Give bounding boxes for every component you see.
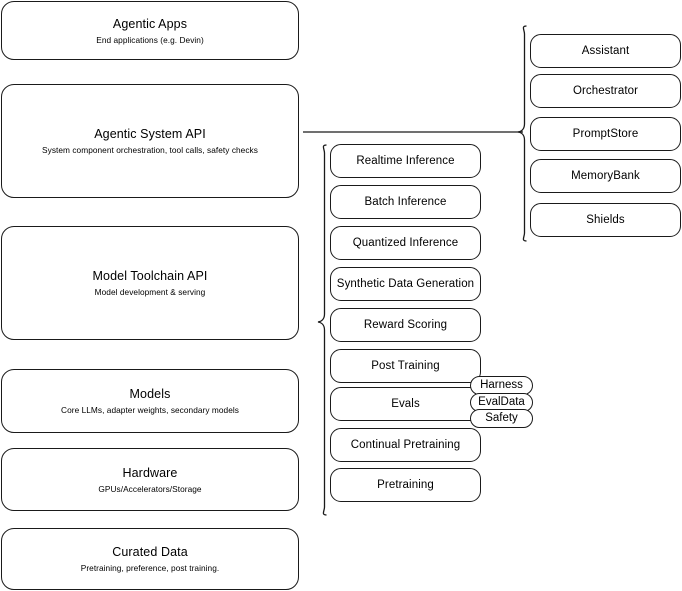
stack-box-agentic-system-api[interactable]: Agentic System API System component orch… xyxy=(1,84,299,198)
toolchain-item-label: Evals xyxy=(391,398,420,410)
stack-box-title: Agentic System API xyxy=(94,127,206,141)
eval-pill-label: Safety xyxy=(485,411,518,424)
agentic-item-label: MemoryBank xyxy=(571,170,640,182)
stack-box-curated-data[interactable]: Curated Data Pretraining, preference, po… xyxy=(1,528,299,590)
agentic-item-label: Orchestrator xyxy=(572,85,639,97)
toolchain-item-evals[interactable]: Evals xyxy=(330,387,481,421)
stack-box-hardware[interactable]: Hardware GPUs/Accelerators/Storage xyxy=(1,448,299,511)
toolchain-item-label: Pretraining xyxy=(377,479,434,491)
brace-agentic-system xyxy=(517,25,527,242)
agentic-item-assistant[interactable]: Assistant xyxy=(530,34,681,68)
stack-box-title: Model Toolchain API xyxy=(92,269,208,283)
stack-box-subtitle: Model development & serving xyxy=(94,287,206,297)
stack-box-agentic-apps[interactable]: Agentic Apps End applications (e.g. Devi… xyxy=(1,1,299,60)
eval-pill-safety[interactable]: Safety xyxy=(470,409,533,428)
toolchain-item-label: Synthetic Data Generation xyxy=(336,278,475,290)
toolchain-item-label: Continual Pretraining xyxy=(350,439,461,451)
toolchain-item-batch-inference[interactable]: Batch Inference xyxy=(330,185,481,219)
toolchain-item-label: Reward Scoring xyxy=(363,319,448,331)
toolchain-item-label: Post Training xyxy=(371,360,440,372)
stack-box-subtitle: End applications (e.g. Devin) xyxy=(96,34,204,45)
stack-box-subtitle: GPUs/Accelerators/Storage xyxy=(98,483,202,494)
agentic-item-orchestrator[interactable]: Orchestrator xyxy=(530,74,681,108)
eval-pill-label: Harness xyxy=(480,378,523,391)
toolchain-item-reward-scoring[interactable]: Reward Scoring xyxy=(330,308,481,342)
stack-box-subtitle: Core LLMs, adapter weights, secondary mo… xyxy=(61,405,239,415)
stack-box-title: Hardware xyxy=(122,465,178,480)
agentic-item-label: Assistant xyxy=(581,45,630,57)
stack-box-subtitle: System component orchestration, tool cal… xyxy=(42,145,258,155)
agentic-item-promptstore[interactable]: PromptStore xyxy=(530,117,681,151)
agentic-item-label: Shields xyxy=(586,214,625,226)
toolchain-item-label: Quantized Inference xyxy=(352,237,459,249)
toolchain-item-label: Realtime Inference xyxy=(356,155,455,167)
stack-box-model-toolchain-api[interactable]: Model Toolchain API Model development & … xyxy=(1,226,299,340)
agentic-item-label: PromptStore xyxy=(572,128,639,140)
toolchain-item-label: Batch Inference xyxy=(364,196,447,208)
toolchain-item-realtime-inference[interactable]: Realtime Inference xyxy=(330,144,481,178)
toolchain-item-continual-pretraining[interactable]: Continual Pretraining xyxy=(330,428,481,462)
stack-box-subtitle: Pretraining, preference, post training. xyxy=(80,563,220,573)
toolchain-item-synthetic-data-generation[interactable]: Synthetic Data Generation xyxy=(330,267,481,301)
toolchain-item-post-training[interactable]: Post Training xyxy=(330,349,481,383)
stack-box-models[interactable]: Models Core LLMs, adapter weights, secon… xyxy=(1,369,299,433)
eval-pill-label: EvalData xyxy=(478,395,525,408)
stack-box-title: Models xyxy=(129,387,171,401)
stack-box-title: Agentic Apps xyxy=(112,16,188,31)
toolchain-item-pretraining[interactable]: Pretraining xyxy=(330,468,481,502)
agentic-item-shields[interactable]: Shields xyxy=(530,203,681,237)
brace-model-toolchain xyxy=(317,144,327,516)
toolchain-item-quantized-inference[interactable]: Quantized Inference xyxy=(330,226,481,260)
agentic-item-memorybank[interactable]: MemoryBank xyxy=(530,159,681,193)
stack-box-title: Curated Data xyxy=(112,545,188,559)
